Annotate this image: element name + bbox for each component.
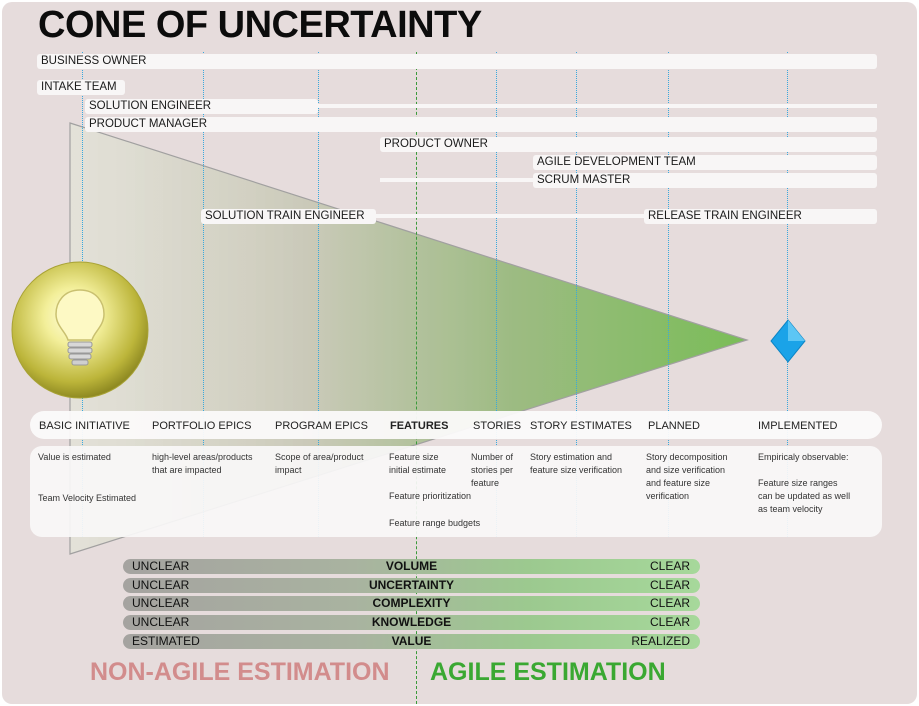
guide-line — [496, 52, 497, 537]
stage-basic-initiative: BASIC INITIATIVE — [39, 420, 130, 432]
bar-right-label: CLEAR — [649, 615, 690, 629]
stage-features: FEATURES — [390, 420, 449, 432]
role-intake-team: INTAKE TEAM — [37, 80, 125, 95]
role-product-owner: PRODUCT OWNER — [380, 137, 877, 152]
clarity-bar-volume: UNCLEAR VOLUME CLEAR — [123, 559, 700, 574]
guide-line — [576, 52, 577, 537]
bar-right-label: CLEAR — [649, 578, 690, 592]
guide-line — [668, 52, 669, 537]
guide-line — [787, 52, 788, 537]
bar-left-label: UNCLEAR — [132, 559, 190, 573]
desc-implemented-update: Feature size ranges can be updated as we… — [758, 478, 851, 514]
role-scrum-master: SCRUM MASTER — [533, 173, 877, 188]
guide-line — [203, 52, 204, 537]
stage-program-epics: PROGRAM EPICS — [275, 420, 368, 432]
desc-features-priority: Feature prioritization — [389, 491, 472, 501]
description-panel — [30, 446, 882, 537]
bar-right-label: CLEAR — [649, 596, 690, 610]
role-solution-train-engineer: SOLUTION TRAIN ENGINEER — [201, 209, 376, 224]
desc-stories: Number of stories per feature — [471, 452, 514, 488]
bar-right-label: REALIZED — [631, 634, 690, 648]
desc-implemented-observable: Empiricaly observable: — [758, 452, 849, 462]
desc-planned: Story decomposition and size verificatio… — [646, 452, 728, 501]
bar-left-label: UNCLEAR — [132, 596, 190, 610]
diamond-icon — [770, 319, 806, 363]
desc-program: Scope of area/product impact — [275, 452, 364, 475]
role-release-train-engineer: RELEASE TRAIN ENGINEER — [644, 209, 877, 224]
stage-stories: STORIES — [473, 420, 522, 432]
stage-story-estimates: STORY ESTIMATES — [530, 420, 632, 432]
desc-basic-value: Value is estimated — [38, 452, 111, 462]
clarity-bar-uncertainty: UNCLEAR UNCERTAINTY CLEAR — [123, 578, 700, 593]
bar-left-label: ESTIMATED — [132, 634, 200, 648]
page-title: CONE OF UNCERTAINTY — [38, 4, 482, 46]
lightbulb-icon — [11, 261, 149, 399]
role-train-engineer-connector — [376, 214, 644, 218]
bar-left-label: UNCLEAR — [132, 578, 190, 592]
stage-bar — [30, 411, 882, 439]
clarity-bar-value: ESTIMATED VALUE REALIZED — [123, 634, 700, 649]
bar-center-label: KNOWLEDGE — [371, 615, 452, 629]
clarity-bar-complexity: UNCLEAR COMPLEXITY CLEAR — [123, 596, 700, 611]
role-solution-engineer-extension — [318, 104, 877, 108]
clarity-bar-knowledge: UNCLEAR KNOWLEDGE CLEAR — [123, 615, 700, 630]
bar-center-label: COMPLEXITY — [372, 596, 451, 610]
desc-features-size: Feature size initial estimate — [389, 452, 447, 475]
role-solution-engineer: SOLUTION ENGINEER — [85, 99, 318, 114]
non-agile-estimation-label: NON-AGILE ESTIMATION — [90, 658, 390, 686]
guide-line — [318, 52, 319, 537]
desc-features-budget: Feature range budgets — [389, 518, 481, 528]
stage-implemented: IMPLEMENTED — [758, 420, 838, 432]
stage-planned: PLANNED — [648, 420, 700, 432]
role-scrum-master-extension — [380, 178, 533, 182]
role-agile-development-team: AGILE DEVELOPMENT TEAM — [533, 155, 877, 170]
bar-right-label: CLEAR — [649, 559, 690, 573]
desc-basic-velocity: Team Velocity Estimated — [38, 493, 137, 503]
desc-story-estimates: Story estimation and feature size verifi… — [530, 452, 623, 475]
desc-portfolio: high-level areas/products that are impac… — [152, 452, 253, 475]
bar-left-label: UNCLEAR — [132, 615, 190, 629]
stage-portfolio-epics: PORTFOLIO EPICS — [152, 420, 252, 432]
bar-center-label: UNCERTAINTY — [368, 578, 455, 592]
bar-center-label: VOLUME — [385, 559, 438, 573]
agile-divider-line — [416, 52, 417, 704]
agile-estimation-label: AGILE ESTIMATION — [430, 658, 666, 686]
role-product-manager: PRODUCT MANAGER — [85, 117, 877, 132]
role-business-owner: BUSINESS OWNER — [37, 54, 877, 69]
bar-center-label: VALUE — [391, 634, 432, 648]
